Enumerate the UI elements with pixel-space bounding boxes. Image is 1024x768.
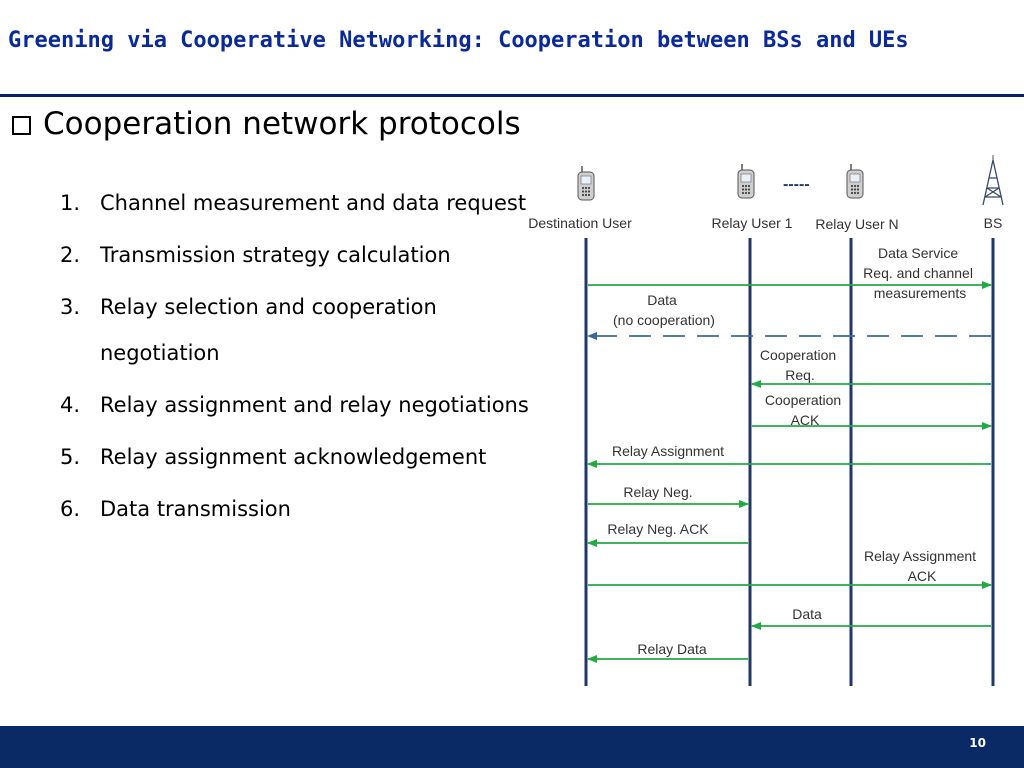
section-heading: Cooperation network protocols	[12, 106, 521, 142]
message-label-line: Cooperation	[765, 392, 841, 408]
step-number: 1.	[60, 191, 81, 215]
slide-title: Greening via Cooperative Networking: Coo…	[8, 28, 909, 53]
message-label: Relay Data	[637, 641, 706, 657]
checkbox-bullet-icon	[12, 115, 31, 135]
page-number: 10	[969, 736, 986, 750]
entity-label-relay-user-1: Relay User 1	[712, 215, 793, 231]
message-label-line: Data	[647, 292, 677, 308]
message-label-line: Data Service	[878, 245, 958, 261]
message-label-line: ACK	[791, 412, 820, 428]
list-item: 2. Transmission strategy calculation	[60, 232, 530, 278]
message-label-line: (no cooperation)	[613, 312, 715, 328]
step-number: 3.	[60, 295, 81, 319]
step-text: Data transmission	[100, 497, 291, 521]
message-label: Data Service Req. and channel measuremen…	[863, 245, 977, 301]
ellipsis-label: -----	[783, 176, 810, 193]
phone-icon	[846, 163, 864, 199]
title-divider	[0, 94, 1024, 97]
footer-bar: 10	[0, 726, 1024, 768]
message-label: Relay Assignment ACK	[864, 548, 980, 584]
step-text: Relay assignment and relay negotiations	[100, 393, 529, 417]
step-text: Transmission strategy calculation	[100, 243, 451, 267]
message-label-line: Req. and channel	[863, 265, 973, 281]
message-label: Data (no cooperation)	[613, 292, 715, 328]
list-item: 6. Data transmission	[60, 486, 530, 532]
message-label: Relay Neg. ACK	[607, 521, 709, 537]
step-text: Relay selection and cooperation negotiat…	[100, 295, 437, 365]
sequence-diagram: ----- Destination User Relay User 1 Rela…	[528, 155, 1004, 686]
step-number: 5.	[60, 445, 81, 469]
message-label: Cooperation Req.	[760, 347, 840, 383]
step-number: 2.	[60, 243, 81, 267]
entity-label-destination-user: Destination User	[528, 215, 632, 231]
protocol-steps-list: 1. Channel measurement and data request 2…	[60, 180, 530, 538]
message-label: Relay Assignment	[612, 443, 724, 459]
step-text: Channel measurement and data request	[100, 191, 527, 215]
tower-icon	[982, 155, 1004, 206]
section-heading-text: Cooperation network protocols	[43, 106, 521, 142]
message-label-line: ACK	[908, 568, 937, 584]
entity-label-relay-user-n: Relay User N	[815, 216, 898, 232]
message-label: Cooperation ACK	[765, 392, 845, 428]
phone-icon	[577, 165, 595, 201]
phone-icon	[737, 163, 755, 199]
list-item: 1. Channel measurement and data request	[60, 180, 530, 226]
entity-label-bs: BS	[984, 215, 1003, 231]
step-number: 6.	[60, 497, 81, 521]
message-label-line: measurements	[874, 285, 967, 301]
message-label-line: Cooperation	[760, 347, 836, 363]
list-item: 3. Relay selection and cooperation negoti…	[60, 284, 530, 376]
message-label-line: Relay Assignment	[864, 548, 976, 564]
message-label: Data	[792, 606, 822, 622]
step-number: 4.	[60, 393, 81, 417]
message-label: Relay Neg.	[623, 484, 692, 500]
step-text: Relay assignment acknowledgement	[100, 445, 487, 469]
list-item: 5. Relay assignment acknowledgement	[60, 434, 530, 480]
list-item: 4. Relay assignment and relay negotiation…	[60, 382, 530, 428]
message-label-line: Req.	[785, 367, 815, 383]
